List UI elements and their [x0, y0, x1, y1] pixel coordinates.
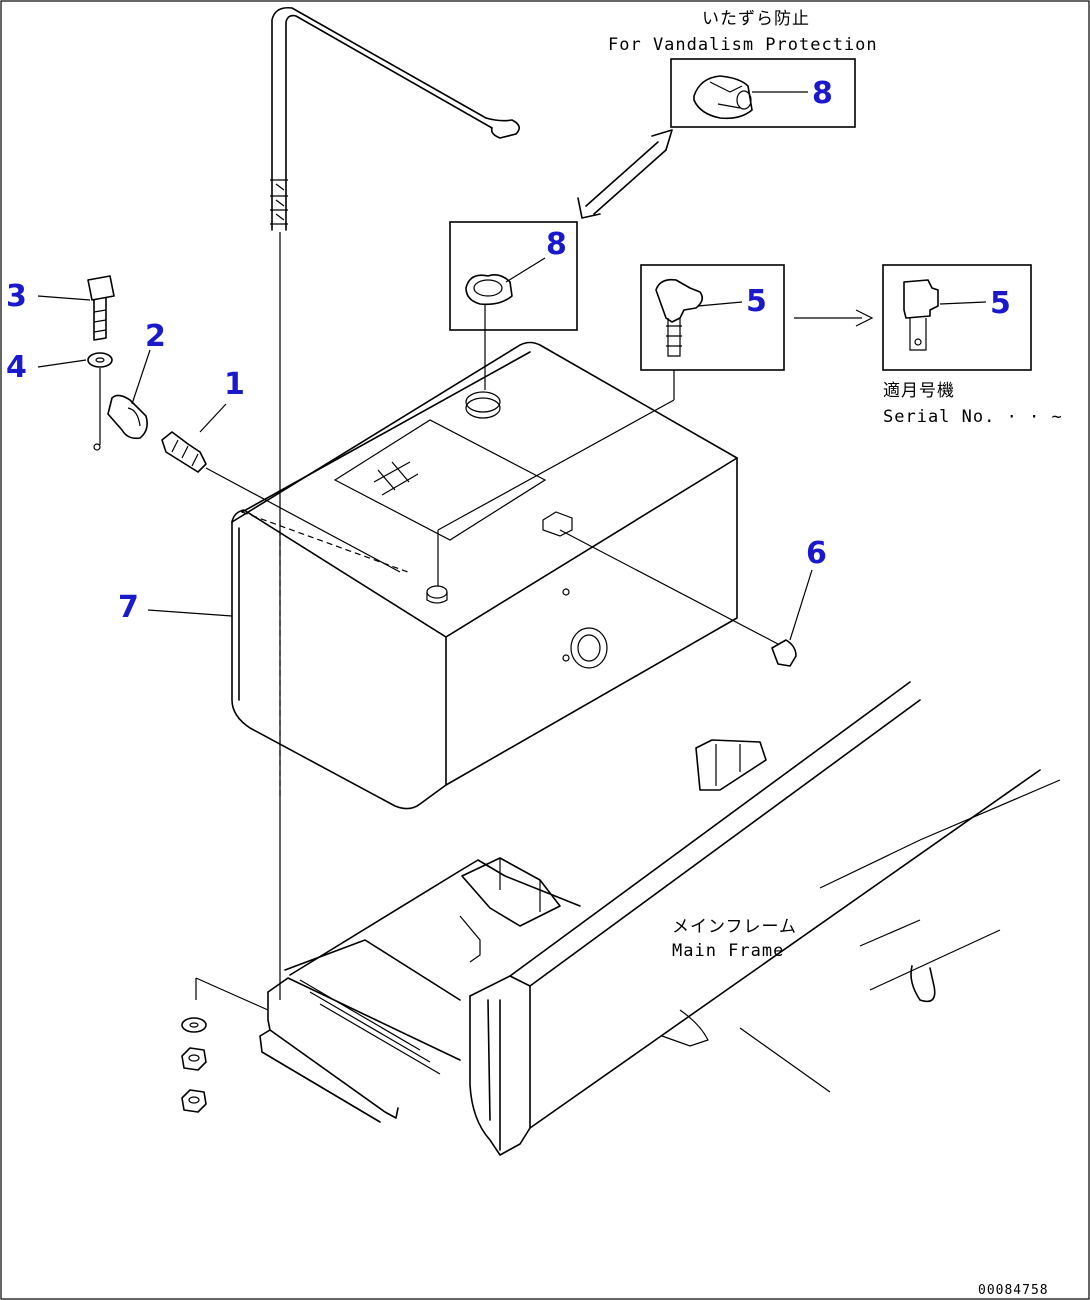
- bolt-part: [87, 275, 115, 341]
- callout-1: 1: [224, 367, 245, 402]
- sender-detail-box: [640, 264, 785, 371]
- callout-7: 7: [118, 590, 139, 625]
- sensor-new: [903, 279, 939, 351]
- cap-detail-box: [449, 221, 578, 331]
- main-frame: [259, 681, 1061, 1156]
- fuel-tank: [231, 341, 738, 810]
- fitting-part: [161, 431, 401, 573]
- serial-detail-box: [882, 264, 1032, 371]
- washer-part: [87, 352, 113, 445]
- callout-5-sender: 5: [746, 284, 767, 319]
- tank-strap: [270, 6, 520, 1000]
- interchange-arrow: [577, 129, 673, 219]
- callout-8-vandalism: 8: [812, 76, 833, 111]
- serial-label-en: Serial No. · · ~: [883, 407, 1063, 427]
- callout-5-serial: 5: [990, 286, 1011, 321]
- plug-part: [559, 529, 797, 667]
- frame-label-en: Main Frame: [672, 941, 784, 961]
- serial-label-jp: 適月号機: [883, 381, 955, 401]
- callout-3: 3: [6, 279, 27, 314]
- callout-6: 6: [806, 536, 827, 571]
- nut-stack: [181, 977, 269, 1113]
- version-arrow: [794, 309, 874, 327]
- fuel-cap: [465, 274, 513, 390]
- callout-8-cap: 8: [546, 227, 567, 262]
- frame-label-jp: メインフレーム: [672, 917, 797, 937]
- drawing-number: 00084758: [978, 1283, 1049, 1298]
- vandalism-label-jp: いたずら防止: [702, 9, 810, 29]
- callout-4: 4: [6, 350, 27, 385]
- vandalism-detail-box: [670, 58, 856, 128]
- locking-fuel-cap: [693, 75, 753, 120]
- clip-part: [93, 394, 148, 451]
- leader-lines: [37, 91, 987, 641]
- fuel-sender: [437, 278, 704, 586]
- callout-2: 2: [145, 319, 166, 354]
- vandalism-label-en: For Vandalism Protection: [608, 35, 878, 55]
